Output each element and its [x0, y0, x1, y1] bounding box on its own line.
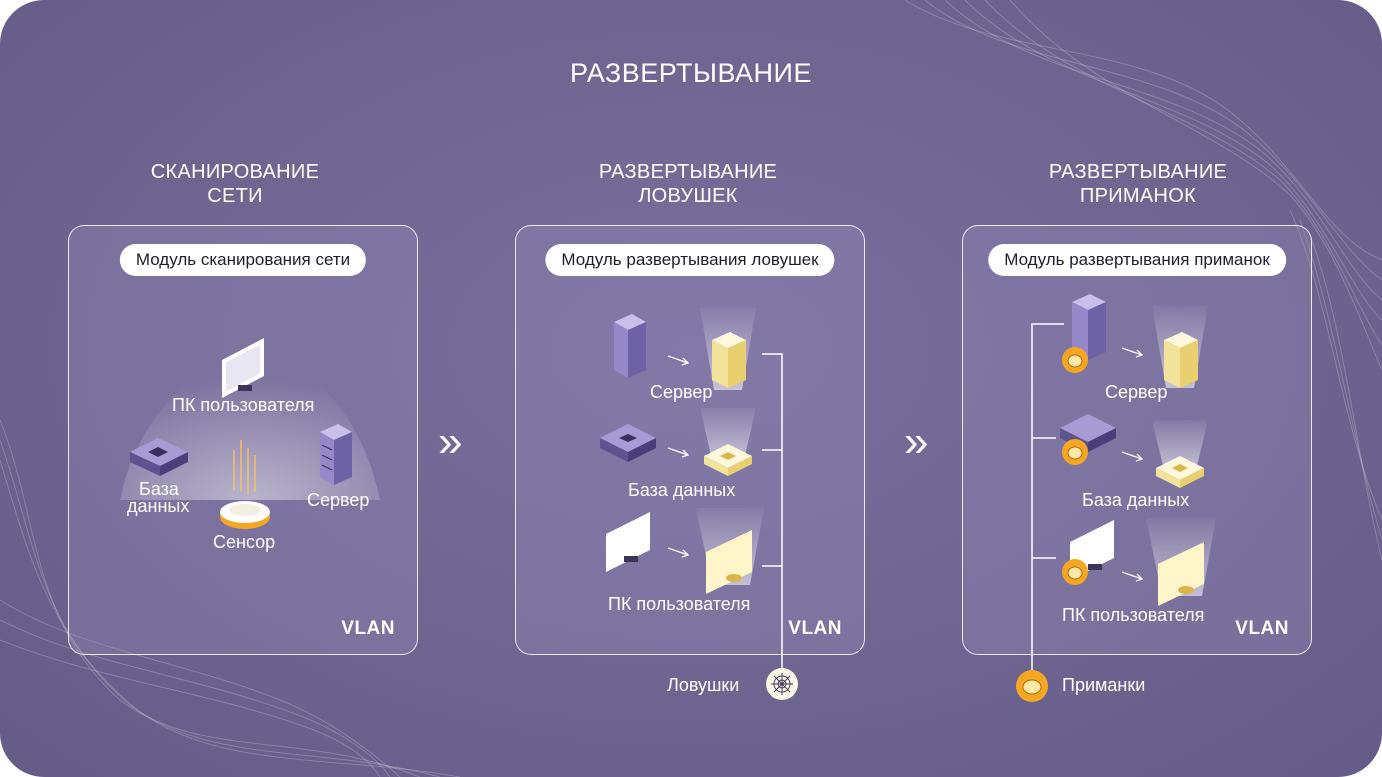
server-icon — [1072, 294, 1106, 360]
module-label: Модуль развертывания приманок — [988, 244, 1286, 276]
arrow-icon — [667, 547, 690, 558]
label-database: База данных — [127, 479, 189, 515]
server-icon — [614, 314, 646, 378]
label-database: База данных — [1082, 490, 1190, 510]
honeypot-icon — [1062, 439, 1088, 465]
column-title-line: РАЗВЕРТЫВАНИЕ — [598, 161, 778, 183]
monitor-icon — [606, 512, 650, 572]
arrow-icon — [667, 355, 690, 366]
column-title-scan: СКАНИРОВАНИЕ СЕТИ — [85, 160, 385, 208]
label-database: База данных — [628, 480, 736, 500]
label-server: Сервер — [307, 490, 370, 510]
column-title-line: ЛОВУШЕК — [638, 185, 738, 207]
label-server: Сервер — [1105, 382, 1168, 402]
arrow-icon — [1121, 451, 1144, 462]
label-traps: Ловушки — [667, 675, 740, 695]
decoy-server-icon — [712, 332, 746, 388]
spiderweb-icon — [766, 668, 798, 700]
column-title-line: СЕТИ — [207, 185, 263, 207]
label-line: База — [139, 479, 179, 499]
column-title-traps: РАЗВЕРТЫВАНИЕ ЛОВУШЕК — [538, 160, 838, 208]
column-title-line: РАЗВЕРТЫВАНИЕ — [1048, 161, 1228, 183]
label-server: Сервер — [650, 382, 713, 402]
database-icon — [600, 424, 656, 462]
vlan-label: VLAN — [1235, 618, 1289, 639]
arrow-icon — [1121, 571, 1144, 582]
module-label: Модуль сканирования сети — [119, 244, 367, 276]
lure-connector — [1031, 323, 1064, 670]
label-pc: ПК пользователя — [1062, 605, 1205, 625]
vlan-label: VLAN — [788, 618, 842, 639]
decoy-beam — [1152, 420, 1208, 470]
monitor-icon — [222, 338, 264, 398]
honeypot-icon — [1062, 559, 1088, 585]
vlan-label: VLAN — [341, 618, 395, 639]
label-line: данных — [127, 496, 190, 516]
sensor-icon — [220, 440, 270, 529]
decoy-beam — [700, 408, 756, 460]
honeypot-icon — [1062, 347, 1088, 373]
decoy-server-icon — [1164, 332, 1198, 388]
chevron-right-icon: » — [904, 417, 929, 466]
honeypot-icon — [1016, 670, 1048, 702]
column-title-line: СКАНИРОВАНИЕ — [150, 161, 320, 183]
column-title-lures: РАЗВЕРТЫВАНИЕ ПРИМАНОК — [988, 160, 1288, 208]
decoy-database-icon — [704, 444, 752, 476]
server-icon — [320, 424, 352, 485]
arrow-icon — [1121, 347, 1144, 358]
panel-trap-deploy: Модуль развертывания ловушек VLAN — [515, 225, 865, 655]
chevron-right-icon: » — [438, 417, 463, 466]
trap-connector — [762, 353, 783, 668]
page-title: РАЗВЕРТЫВАНИЕ — [570, 58, 812, 88]
label-lures: Приманки — [1062, 675, 1146, 695]
decoy-monitor-icon — [1158, 542, 1204, 606]
module-label: Модуль развертывания ловушек — [545, 244, 835, 276]
label-pc: ПК пользователя — [608, 594, 751, 614]
panel-lure-deploy: Модуль развертывания приманок VLAN — [962, 225, 1312, 655]
label-pc: ПК пользователя — [172, 395, 315, 415]
column-title-line: ПРИМАНОК — [1079, 185, 1197, 207]
arrow-icon — [667, 447, 690, 458]
label-sensor: Сенсор — [213, 532, 276, 552]
database-icon — [130, 438, 188, 476]
decoy-monitor-icon — [706, 530, 752, 594]
decoy-database-icon — [1156, 456, 1204, 488]
